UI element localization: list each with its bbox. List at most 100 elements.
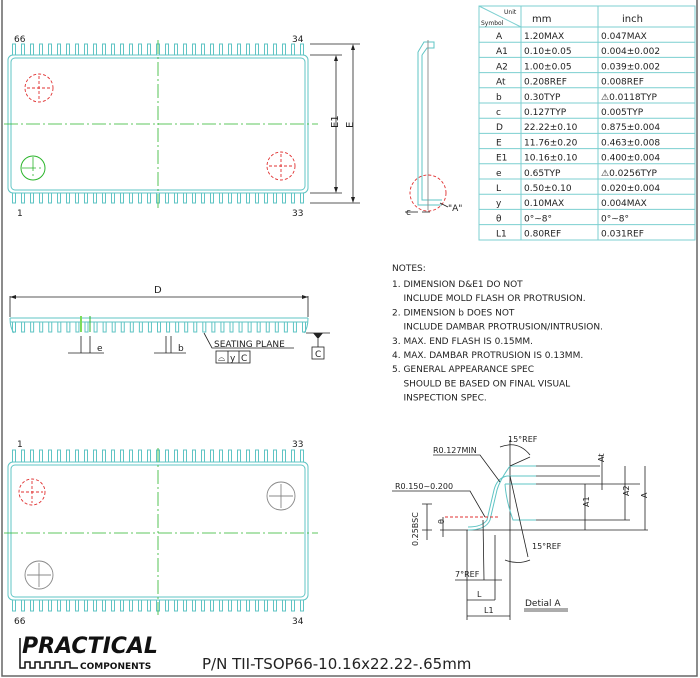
- pin: [66, 599, 70, 612]
- pin: [21, 449, 25, 463]
- pin: [102, 449, 106, 463]
- pin1-marker: [18, 478, 46, 506]
- pin-label: 34: [292, 35, 304, 45]
- pin: [21, 321, 26, 333]
- pin: [183, 449, 187, 463]
- pin: [93, 192, 97, 204]
- pin: [129, 599, 133, 612]
- pin: [57, 599, 61, 612]
- pin: [93, 599, 97, 612]
- pin: [12, 321, 16, 333]
- pin: [184, 321, 189, 333]
- pin: [273, 599, 277, 612]
- pin: [147, 321, 152, 333]
- detail-a-callout: [409, 174, 447, 212]
- pin: [255, 43, 259, 56]
- note-line: 3. MAX. END FLASH IS 0.15MM.: [392, 337, 533, 347]
- table-cell-symbol: E: [496, 138, 502, 148]
- pin-label: 33: [292, 440, 303, 450]
- pin: [237, 43, 241, 56]
- pin: [201, 192, 205, 204]
- table-cell-symbol: e: [496, 169, 502, 179]
- pin-label: 66: [14, 35, 26, 45]
- pin: [274, 321, 279, 333]
- notes-title: NOTES:: [392, 264, 426, 274]
- pin: [147, 192, 151, 204]
- header-unit: Unit: [504, 9, 517, 16]
- note-line: SHOULD BE BASED ON FINAL VISUAL: [392, 379, 570, 389]
- pin: [39, 192, 43, 204]
- pin: [246, 192, 250, 204]
- pin: [12, 43, 16, 56]
- note-line: 2. DIMENSION b DOES NOT: [392, 308, 515, 318]
- dim-label-b: b: [178, 344, 184, 354]
- pin: [264, 599, 268, 612]
- dim-label-e1: E1: [330, 115, 341, 128]
- pin: [292, 321, 297, 333]
- pin: [111, 192, 115, 204]
- pin: [255, 192, 259, 204]
- detail-a: At A1 A2 A 15°REF 15°REF R0.127MIN R0.15…: [392, 435, 649, 620]
- pin: [84, 43, 88, 56]
- pin: [75, 192, 79, 204]
- pin: [183, 192, 187, 204]
- pin: [48, 321, 53, 333]
- pin: [228, 43, 232, 56]
- pin: [192, 43, 196, 56]
- pin: [75, 43, 79, 56]
- table-cell-symbol: θ: [496, 214, 502, 224]
- pin: [138, 192, 142, 204]
- pin: [21, 192, 25, 204]
- pin: [75, 321, 80, 333]
- table-cell-symbol: y: [496, 199, 502, 209]
- svg-text:PRACTICAL: PRACTICAL: [22, 634, 158, 659]
- pin: [192, 192, 196, 204]
- pin: [147, 43, 151, 56]
- pin: [39, 449, 43, 463]
- dim-label-l1: L1: [484, 606, 494, 615]
- dim-label-at: At: [597, 454, 606, 462]
- pin: [75, 449, 79, 463]
- angle-label-top: 15°REF: [508, 435, 538, 444]
- pin: [165, 192, 169, 204]
- bottom-view: 1 33 66 34: [4, 440, 318, 627]
- pin-label: 34: [292, 617, 304, 627]
- pin: [247, 321, 252, 333]
- pin: [282, 43, 286, 56]
- pin: [66, 449, 70, 463]
- feature-control-frame: ⌓ y C: [215, 350, 251, 364]
- table-cell-symbol: At: [496, 78, 506, 88]
- pin: [102, 192, 106, 204]
- pin: [291, 192, 295, 204]
- radius-min-label: R0.127MIN: [433, 446, 477, 455]
- pin: [228, 599, 232, 612]
- pin: [291, 599, 295, 612]
- table-cell-mm: 0.10±0.05: [524, 47, 572, 57]
- pin: [201, 599, 205, 612]
- dim-label-d: D: [154, 285, 162, 296]
- svg-text:COMPONENTS: COMPONENTS: [80, 662, 151, 672]
- pin: [66, 321, 71, 333]
- dim-label-e: E: [345, 122, 356, 128]
- table-cell-symbol: D: [496, 123, 503, 133]
- pin: [255, 449, 259, 463]
- pin: [219, 599, 223, 612]
- pin: [255, 599, 259, 612]
- angle-label-7: 7°REF: [455, 570, 480, 579]
- pin: [300, 449, 304, 463]
- pin: [238, 321, 243, 333]
- pin: [246, 449, 250, 463]
- pin: [120, 43, 124, 56]
- pin: [291, 449, 295, 463]
- pin: [84, 599, 88, 612]
- table-cell-mm: 0°~8°: [524, 214, 552, 224]
- pin: [138, 321, 143, 333]
- table-cell-symbol: c: [496, 108, 501, 118]
- table-cell-inch: 0.463±0.008: [601, 138, 660, 148]
- pin: [30, 449, 34, 463]
- table-cell-inch: 0.031REF: [601, 230, 644, 240]
- pin: [300, 43, 304, 56]
- pin: [30, 43, 34, 56]
- pin: [57, 43, 61, 56]
- pin: [120, 599, 124, 612]
